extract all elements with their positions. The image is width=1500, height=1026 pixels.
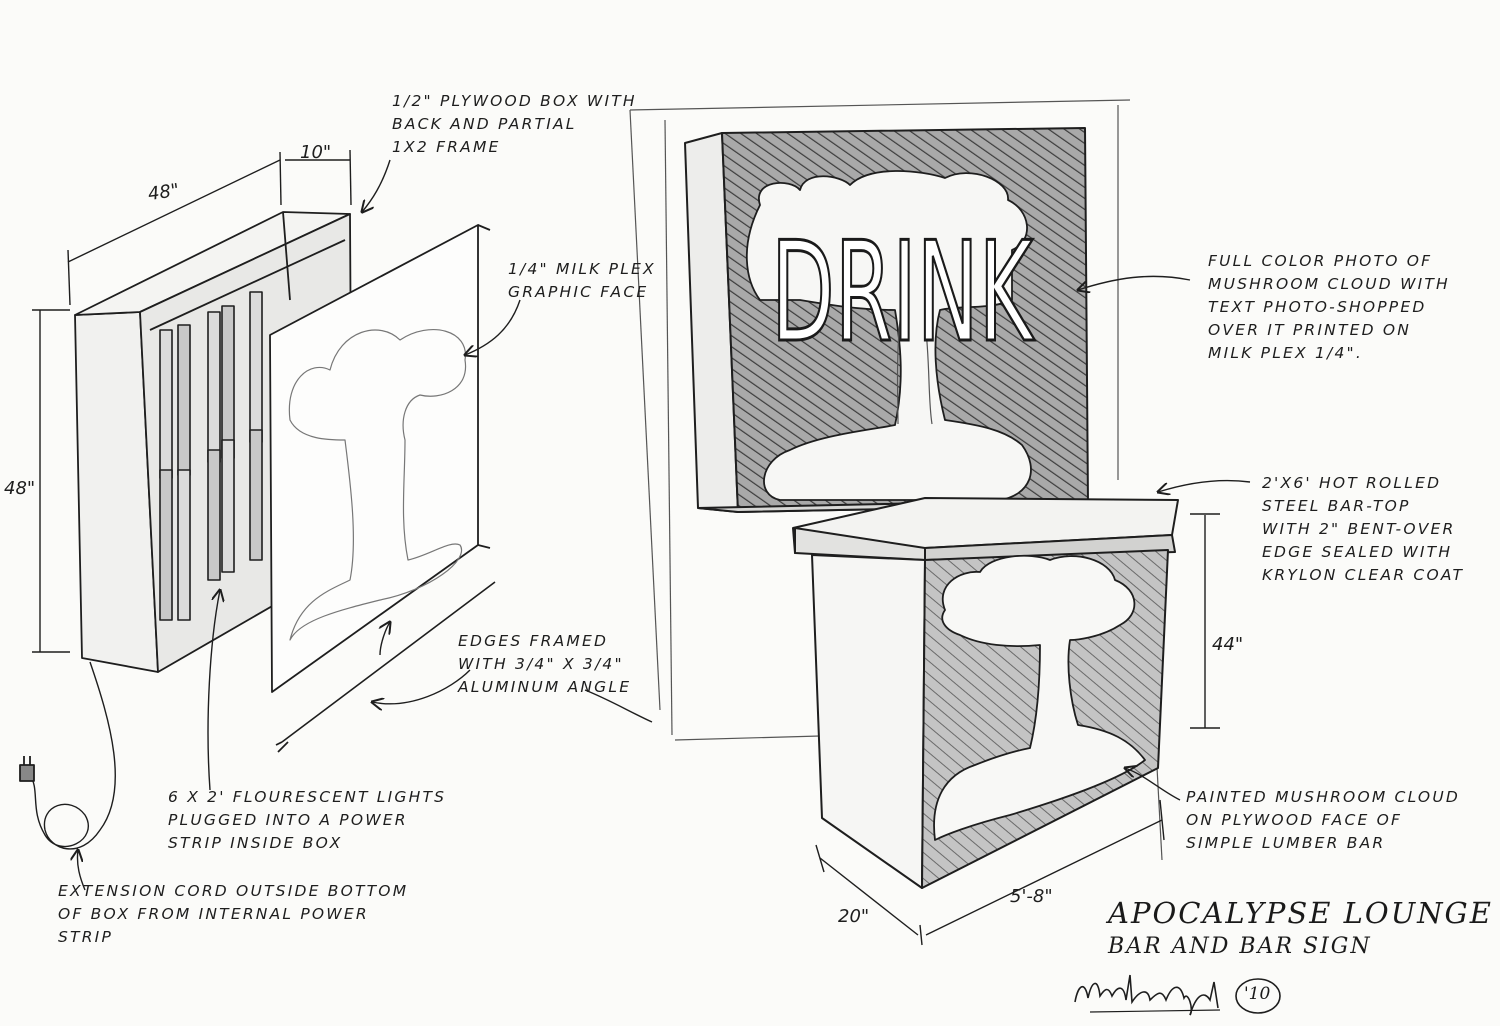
sign-mushroom-cloud: [745, 170, 1032, 501]
left-leader-lines: [77, 159, 521, 891]
note-bartop: 2'X6' HOT ROLLED STEEL BAR-TOP WITH 2" B…: [1262, 472, 1464, 587]
note-line: 1/4" MILK PLEX: [508, 260, 656, 278]
note-line: WITH 2" BENT-OVER: [1262, 520, 1456, 538]
note-line: EDGE SEALED WITH: [1262, 543, 1453, 561]
note-line: KRYLON CLEAR COAT: [1262, 566, 1465, 584]
dim-bar-width: 5'-8": [1010, 886, 1053, 907]
note-line: MILK PLEX 1/4".: [1208, 344, 1363, 362]
dim-box-height: 48": [4, 478, 36, 499]
title-line1: Apocalypse Lounge: [1108, 896, 1493, 930]
note-line: PAINTED MUSHROOM CLOUD: [1186, 788, 1461, 806]
light-box: [19, 211, 496, 850]
note-line: TEXT PHOTO-SHOPPED: [1208, 298, 1427, 316]
note-line: STEEL BAR-TOP: [1262, 497, 1411, 515]
note-painted: PAINTED MUSHROOM CLOUD ON PLYWOOD FACE O…: [1186, 786, 1460, 855]
note-line: ALUMINUM ANGLE: [458, 678, 632, 696]
note-line: WITH 3/4" X 3/4": [458, 655, 624, 673]
note-line: OF BOX FROM INTERNAL POWER: [58, 905, 369, 923]
note-line: OVER IT PRINTED ON: [1208, 321, 1412, 339]
right-leader-lines: [584, 275, 1251, 801]
note-line: EDGES FRAMED: [458, 632, 609, 650]
note-line: STRIP INSIDE BOX: [168, 834, 343, 852]
bar-dimension-lines: [815, 513, 1220, 946]
note-line: EXTENSION CORD OUTSIDE BOTTOM: [58, 882, 409, 900]
note-line: PLUGGED INTO A POWER: [168, 811, 408, 829]
note-line: MUSHROOM CLOUD WITH: [1208, 275, 1450, 293]
box-dimension-lines: [32, 149, 352, 653]
note-cord: EXTENSION CORD OUTSIDE BOTTOM OF BOX FRO…: [58, 880, 408, 949]
dim-bar-depth: 20": [838, 906, 870, 927]
date-circle: [1235, 978, 1281, 1014]
dim-box-depth: 10": [300, 142, 332, 163]
wall-plane: [629, 99, 1163, 861]
title-line2: Bar and Bar Sign: [1108, 934, 1372, 959]
date-label: '10: [1244, 984, 1271, 1004]
note-line: 2'X6' HOT ROLLED: [1262, 474, 1442, 492]
note-line: ON PLYWOOD FACE OF: [1186, 811, 1403, 829]
note-line: 1X2 FRAME: [392, 138, 501, 156]
artist-signature: [1074, 974, 1219, 1016]
note-line: 6 X 2' FLOURESCENT LIGHTS: [168, 788, 447, 806]
note-line: SIMPLE LUMBER BAR: [1186, 834, 1386, 852]
dim-bar-height: 44": [1212, 634, 1244, 655]
note-lights: 6 X 2' FLOURESCENT LIGHTS PLUGGED INTO A…: [168, 786, 446, 855]
note-milk-plex: 1/4" MILK PLEX GRAPHIC FACE: [508, 258, 656, 304]
lumber-bar: [792, 497, 1179, 889]
note-line: GRAPHIC FACE: [508, 283, 649, 301]
note-line: FULL COLOR PHOTO OF: [1208, 252, 1433, 270]
drink-sign: [684, 127, 1089, 513]
note-line: 1/2" PLYWOOD BOX WITH: [392, 92, 637, 110]
note-plywood-box: 1/2" PLYWOOD BOX WITH BACK AND PARTIAL 1…: [392, 90, 637, 159]
note-photo: FULL COLOR PHOTO OF MUSHROOM CLOUD WITH …: [1208, 250, 1450, 365]
note-line: BACK AND PARTIAL: [392, 115, 577, 133]
sign-text: DRINK: [771, 212, 1035, 373]
dim-box-width: 48": [146, 179, 181, 206]
note-edges: EDGES FRAMED WITH 3/4" X 3/4" ALUMINUM A…: [458, 630, 631, 699]
fluorescent-tubes: [159, 291, 263, 621]
note-line: STRIP: [58, 928, 113, 946]
